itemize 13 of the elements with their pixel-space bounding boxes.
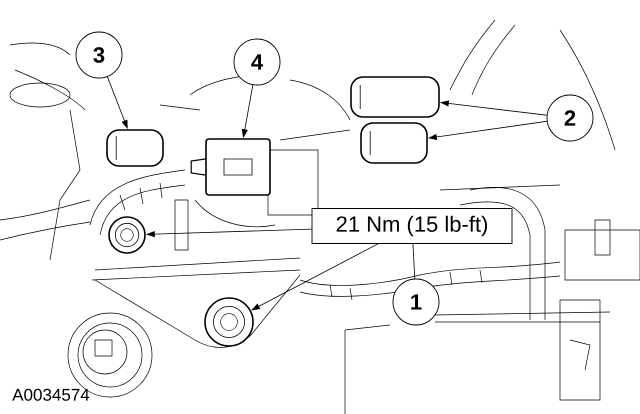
torque-label: 21 Nm (15 lb-ft) xyxy=(312,208,512,244)
cap-drawing xyxy=(106,129,164,167)
callout-number: 1 xyxy=(392,278,440,326)
leader-line xyxy=(412,244,416,279)
callout-number: 3 xyxy=(76,32,122,78)
callout-number: 4 xyxy=(234,38,280,86)
callout-number: 2 xyxy=(546,94,594,142)
connector-drawing xyxy=(190,138,271,196)
figure-code: A0034574 xyxy=(12,388,90,401)
bolt-drawing xyxy=(108,216,146,254)
cap-drawing xyxy=(350,76,440,118)
cap-drawing xyxy=(360,122,428,164)
bolt-drawing xyxy=(204,297,254,347)
